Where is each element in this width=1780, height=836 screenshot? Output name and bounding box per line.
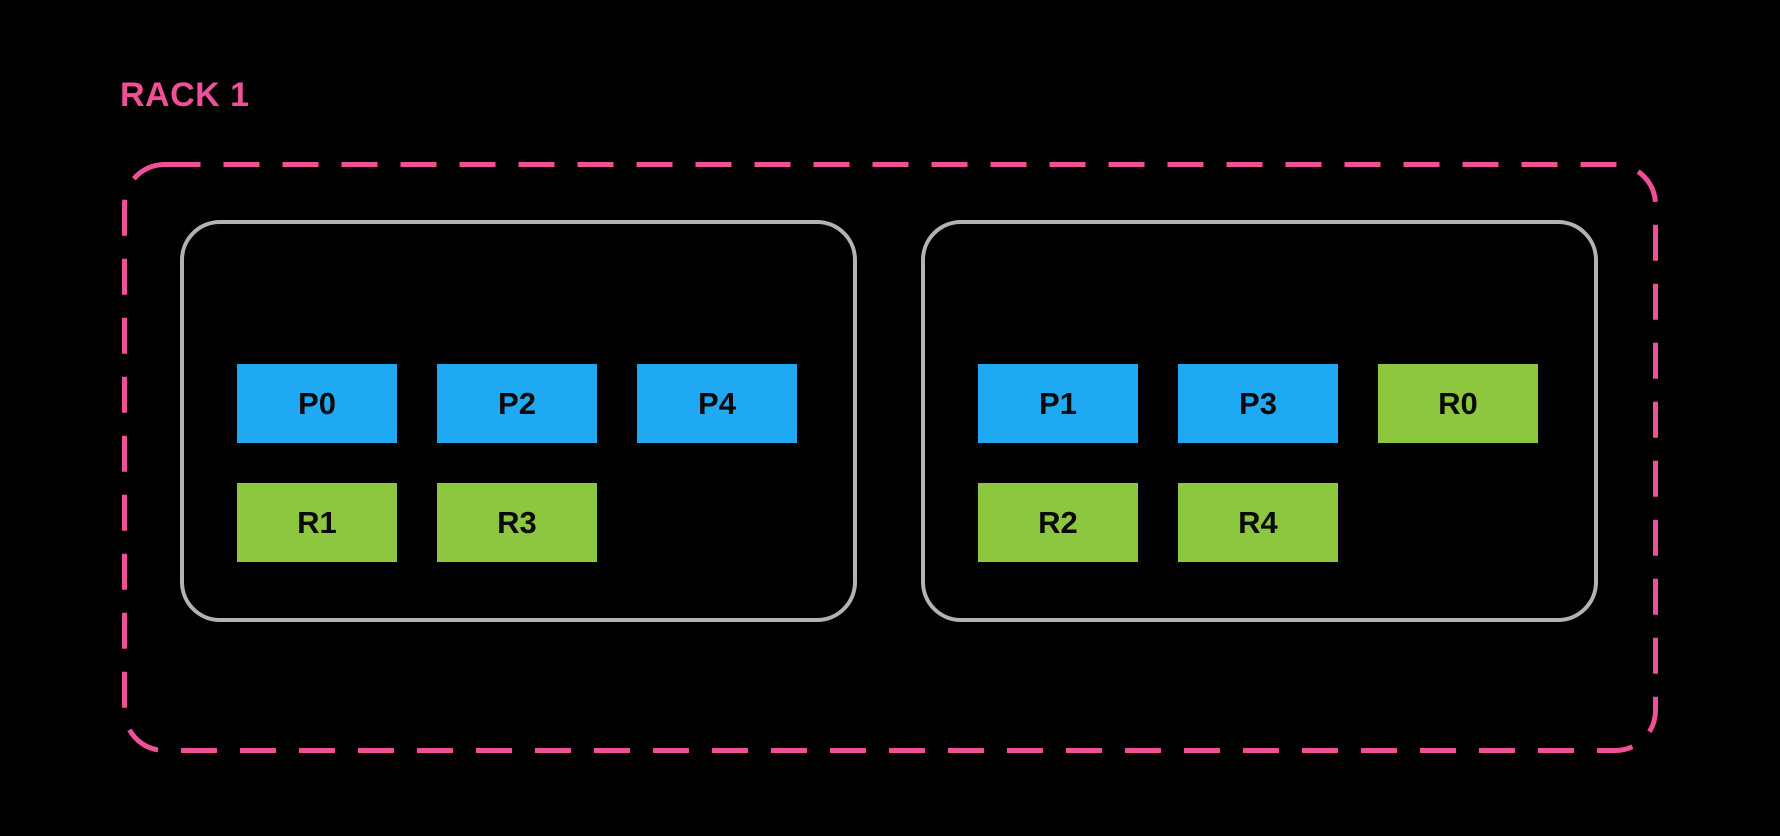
shard-p1: P1 (978, 364, 1138, 443)
node-1: P1 P3 R0 R2 R4 (921, 220, 1598, 622)
node-0-row-2: R1 R3 (237, 483, 853, 562)
node-0-row-1: P0 P2 P4 (237, 364, 853, 443)
node-1-row-1: P1 P3 R0 (978, 364, 1594, 443)
shard-p0: P0 (237, 364, 397, 443)
rack-boundary: P0 P2 P4 R1 R3 P1 P3 R0 R2 R4 (122, 162, 1658, 753)
shard-p3: P3 (1178, 364, 1338, 443)
shard-p2: P2 (437, 364, 597, 443)
shard-r3: R3 (437, 483, 597, 562)
rack-title: RACK 1 (120, 76, 250, 114)
shard-r1: R1 (237, 483, 397, 562)
node-1-row-2: R2 R4 (978, 483, 1594, 562)
shard-p4: P4 (637, 364, 797, 443)
shard-r0: R0 (1378, 364, 1538, 443)
shard-r4: R4 (1178, 483, 1338, 562)
shard-r2: R2 (978, 483, 1138, 562)
rack-dashed-border (122, 162, 1658, 753)
node-0: P0 P2 P4 R1 R3 (180, 220, 857, 622)
